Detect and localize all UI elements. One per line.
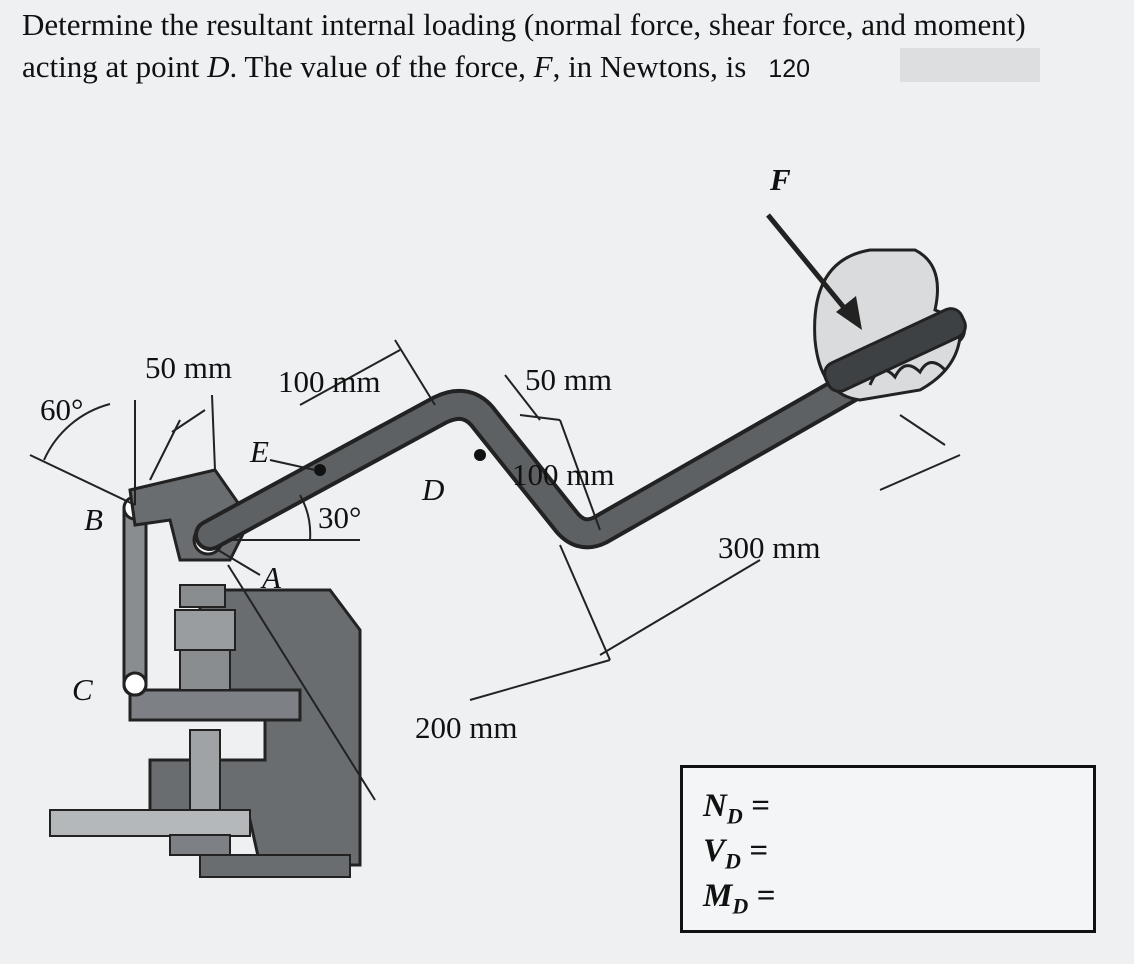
label-dim-100-mid: 100 mm [512, 457, 614, 492]
label-dim-200: 200 mm [415, 710, 517, 745]
label-point-b: B [84, 502, 103, 537]
label-point-e: E [249, 434, 269, 469]
label-dim-50-top: 50 mm [145, 350, 232, 385]
answer-moment: MD = [703, 878, 776, 919]
label-point-c: C [72, 672, 93, 707]
label-dim-100-top: 100 mm [278, 364, 380, 399]
press-frame [49, 584, 362, 878]
answer-box: ND = VD = MD = [680, 765, 1096, 933]
problem-line-1: Determine the resultant internal loading… [22, 7, 1026, 42]
label-angle-60: 60° [40, 392, 83, 427]
problem-line-2-post: , in Newtons, is [552, 49, 747, 84]
label-angle-30: 30° [318, 500, 361, 535]
dimension-lines [29, 339, 961, 801]
handle-tube [194, 314, 966, 551]
answer-input-blur [900, 48, 1040, 82]
link-bc [122, 495, 148, 697]
problem-line-2-mid: . The value of the force, [229, 49, 534, 84]
force-value: 120 [768, 55, 811, 83]
force-arrow [766, 213, 862, 330]
answer-normal-force: ND = [703, 788, 770, 829]
label-point-a: A [260, 560, 282, 595]
hand-icon [813, 248, 967, 402]
problem-point-d: D [207, 49, 230, 84]
answer-shear-force: VD = [703, 833, 768, 874]
label-point-d: D [421, 472, 444, 507]
problem-statement: Determine the resultant internal loading… [22, 4, 1122, 90]
problem-force-symbol: F [533, 49, 553, 84]
label-force-f: F [769, 162, 791, 197]
label-dim-50-right: 50 mm [525, 362, 612, 397]
problem-line-2-pre: acting at point [22, 49, 208, 84]
label-dim-300: 300 mm [718, 530, 820, 565]
